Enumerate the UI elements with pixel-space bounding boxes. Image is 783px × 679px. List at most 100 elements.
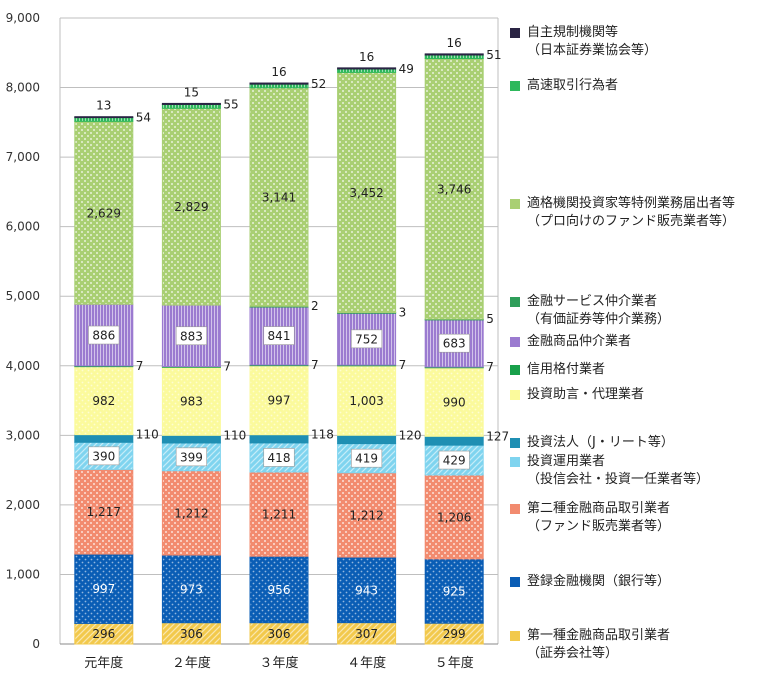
data-label-type2: 1,212	[349, 508, 383, 522]
data-label-reit: 127	[486, 429, 509, 443]
data-label-box	[263, 448, 295, 467]
bar-segment-bank	[337, 556, 397, 624]
data-label-hft: 49	[399, 62, 414, 76]
bar-segment-reit	[161, 434, 221, 444]
legend-item-reit: 投資法人（J・リート等）	[510, 434, 674, 452]
data-label-broker: 841	[268, 329, 291, 343]
legend-item-broker: 金融商品仲介業者	[510, 333, 631, 351]
bar-segment-advisory	[424, 366, 484, 437]
bar-segment-reit	[249, 434, 309, 444]
data-label-box	[351, 329, 383, 349]
data-label-finsvc: 3	[399, 305, 407, 319]
data-label-advisory: 983	[180, 395, 203, 409]
data-label-sro: 16	[359, 50, 374, 64]
bar-segment-reit	[74, 434, 134, 443]
data-label-type2: 1,211	[262, 508, 296, 522]
data-label-type2: 1,206	[437, 510, 471, 524]
data-label-qii: 2,629	[87, 206, 121, 220]
x-tick-label: 元年度	[84, 655, 123, 671]
bar-segment-advisory	[74, 365, 134, 436]
legend-label: 自主規制機関等（日本証券業協会等）	[527, 25, 658, 58]
data-label-rating: 7	[399, 358, 407, 372]
data-label-qii: 3,746	[437, 182, 471, 196]
bar-segment-reit	[424, 435, 484, 446]
legend-label: 金融サービス仲介業者（有価証券等仲介業務）	[527, 294, 671, 327]
data-label-reit: 110	[136, 428, 159, 442]
legend-item-bank: 登録金融機関（銀行等）	[510, 573, 670, 591]
bar-segment-sro	[161, 102, 221, 105]
legend-item-type2: 第二種金融商品取引業者（ファンド販売業者等）	[510, 500, 670, 536]
data-label-invmgmt: 390	[92, 449, 115, 463]
legend-label: 投資法人（J・リート等）	[527, 435, 674, 450]
bar-segment-qii	[74, 120, 134, 305]
data-label-hft: 51	[486, 48, 501, 62]
data-label-bank: 997	[92, 582, 115, 596]
legend-label: 投資運用業者（投信会社・投資一任業者等）	[527, 454, 710, 487]
legend-swatch	[510, 199, 520, 209]
legend-item-rating: 信用格付業者	[510, 361, 605, 379]
data-label-broker: 752	[355, 332, 378, 346]
data-label-rating: 7	[311, 358, 319, 372]
bar-segment-sro	[249, 82, 309, 85]
legend-item-type1: 第一種金融商品取引業者（証券会社等）	[510, 627, 670, 663]
y-tick-label: 1,000	[6, 567, 40, 581]
legend-label: 信用格付業者	[527, 362, 606, 377]
data-label-box	[263, 326, 295, 345]
data-label-sro: 13	[96, 99, 111, 113]
bar-segment-hft	[74, 117, 134, 122]
legend-swatch	[510, 297, 520, 307]
data-label-advisory: 997	[268, 394, 291, 408]
bar-segment-hft	[249, 83, 309, 89]
data-label-finsvc: 2	[311, 299, 319, 313]
data-label-sro: 16	[447, 36, 462, 50]
legend-label: 適格機関投資家等特例業務届出者等（プロ向けのファンド販売業者等）	[527, 196, 736, 229]
bar-segment-reit	[337, 434, 397, 445]
legend-swatch	[510, 577, 520, 587]
bar-segment-hft	[337, 68, 397, 73]
legend-label: 高速取引行為者	[527, 78, 619, 93]
bar-segment-qii	[249, 87, 309, 307]
y-tick-label: 9,000	[6, 11, 40, 25]
data-label-advisory: 990	[443, 395, 466, 409]
data-label-type1: 306	[268, 627, 291, 641]
data-label-type2: 1,217	[87, 505, 121, 519]
data-label-invmgmt: 419	[355, 452, 378, 466]
legend-item-qii: 適格機関投資家等特例業務届出者等（プロ向けのファンド販売業者等）	[510, 195, 735, 231]
legend-label: 第一種金融商品取引業者（証券会社等）	[527, 628, 671, 661]
chart-legend: 第一種金融商品取引業者（証券会社等） 登録金融機関（銀行等） 第二種金融商品取引業者…	[510, 0, 780, 679]
data-label-reit: 110	[223, 428, 246, 442]
bar-segment-type2	[424, 474, 484, 560]
data-label-qii: 3,452	[349, 186, 383, 200]
bar-segment-advisory	[249, 364, 309, 436]
data-label-advisory: 1,003	[349, 394, 383, 408]
y-tick-label: 8,000	[6, 81, 40, 95]
data-label-rating: 7	[486, 360, 494, 374]
data-label-rating: 7	[223, 359, 231, 373]
data-label-hft: 52	[311, 77, 326, 91]
data-label-box	[88, 446, 120, 466]
bar-segment-bank	[74, 553, 134, 624]
legend-item-sro: 自主規制機関等（日本証券業協会等）	[510, 24, 657, 60]
data-label-reit: 118	[311, 428, 334, 442]
data-label-rating: 7	[136, 359, 144, 373]
data-label-box	[175, 447, 207, 467]
data-label-sro: 15	[184, 85, 199, 99]
y-tick-label: 0	[32, 637, 40, 651]
data-label-box	[88, 325, 120, 345]
legend-label: 登録金融機関（銀行等）	[527, 574, 671, 589]
x-tick-label: ２年度	[172, 655, 211, 671]
data-label-invmgmt: 399	[180, 450, 203, 464]
legend-swatch	[510, 28, 520, 38]
x-tick-label: ４年度	[347, 655, 386, 671]
bar-segment-bank	[424, 558, 484, 624]
bar-segment-sro	[424, 53, 484, 56]
data-label-bank: 943	[355, 583, 378, 597]
legend-swatch	[510, 337, 520, 347]
data-label-finsvc: 5	[486, 312, 494, 326]
data-label-type1: 296	[92, 627, 115, 641]
data-label-bank: 925	[443, 585, 466, 599]
data-label-type2: 1,212	[174, 506, 208, 520]
data-label-qii: 2,829	[174, 200, 208, 214]
bar-segment-hft	[161, 103, 221, 109]
